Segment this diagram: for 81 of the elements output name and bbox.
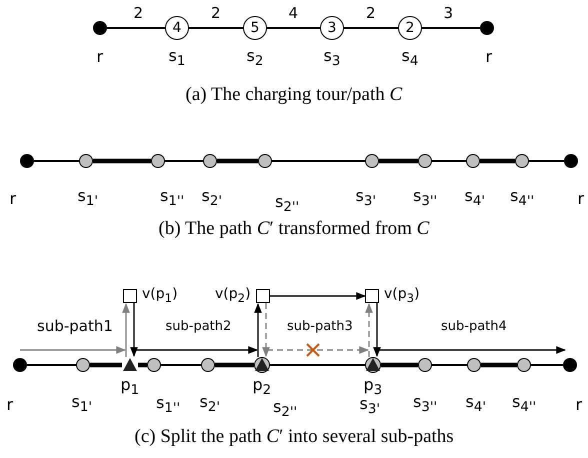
arrow (373, 303, 381, 357)
arrow (254, 303, 262, 357)
path-line (267, 27, 320, 29)
edge-label: 3 (442, 6, 454, 20)
edge-label: sub-path2 (164, 318, 232, 334)
node-label: s$_{2''}$ (273, 398, 298, 422)
double-line (481, 362, 517, 368)
path-line (272, 160, 365, 162)
charging-node-circle: 3 (320, 16, 344, 40)
caption: (c) Split the path C′ into several sub-paths (134, 426, 454, 448)
node-label: s$_{3''}$ (413, 393, 438, 418)
caption: (b) The path C′ transformed from C (158, 218, 430, 240)
node-label: s$_{4'}$ (466, 393, 486, 418)
path-line (107, 27, 165, 29)
node-label: s$_{2'}$ (200, 393, 220, 418)
node-label: s$_{4''}$ (512, 393, 536, 418)
arrow (270, 292, 366, 300)
arrow (378, 346, 566, 354)
dashed-arrow (365, 303, 373, 357)
path-line (270, 364, 365, 366)
node-label: p$_{2}$ (252, 376, 272, 400)
edge-label: 2 (210, 6, 222, 20)
charging-node-circle: 5 (243, 16, 267, 40)
path-line (161, 364, 201, 366)
path-line (34, 160, 79, 162)
path-line (432, 160, 466, 162)
caption: (a) The charging tour/path C (186, 84, 402, 106)
double-line (381, 362, 418, 368)
double-line (480, 158, 515, 164)
path-line (432, 364, 467, 366)
node-label: s$_{2}$ (246, 47, 264, 72)
arrow (130, 303, 138, 357)
node-label: r (576, 396, 582, 414)
edge-label: sub-path3 (286, 318, 354, 334)
node-label: r (578, 190, 584, 208)
node-label: r (10, 190, 16, 208)
double-line (379, 158, 418, 164)
path-line (165, 160, 203, 162)
path-line (529, 160, 564, 162)
dashed-arrow (262, 303, 270, 357)
node-label: p$_{1}$ (120, 376, 140, 400)
edge-label: sub-path1 (36, 318, 114, 334)
path-line (531, 364, 563, 366)
box-label: v(p$_{1}$) (142, 285, 178, 307)
double-line (215, 362, 254, 368)
node-label: s$_{2'}$ (202, 187, 222, 212)
node-label: s$_{3'}$ (356, 187, 376, 212)
node-label: r (486, 48, 492, 66)
node-label: r (96, 48, 104, 66)
edge-label: 4 (288, 6, 300, 20)
edge-label: 2 (365, 6, 377, 20)
edge-label: sub-path4 (440, 318, 508, 334)
node-label: s$_{4'}$ (464, 187, 485, 212)
box-label: v(p$_{3}$) (384, 285, 420, 307)
double-line (138, 362, 147, 368)
node-label: s$_{4}$ (402, 47, 418, 72)
charging-node-circle: 4 (165, 16, 189, 40)
double-line (90, 362, 122, 368)
node-label: s$_{1''}$ (160, 187, 184, 212)
node-label: s$_{1'}$ (78, 187, 98, 212)
node-label: s$_{4''}$ (510, 187, 534, 212)
node-label: s$_{3''}$ (413, 187, 438, 212)
double-line (93, 158, 151, 164)
arrow (122, 303, 130, 357)
path-line (27, 364, 76, 366)
path-line (344, 27, 398, 29)
edge-label: 2 (132, 6, 144, 20)
charging-node-circle: 2 (398, 16, 422, 40)
double-line (217, 158, 258, 164)
node-label: s$_{3}$ (324, 47, 340, 72)
node-label: r (6, 396, 14, 414)
box-label: v(p$_{2}$) (215, 285, 251, 307)
path-line (422, 27, 480, 29)
node-label: s$_{2''}$ (275, 193, 300, 218)
node-label: s$_{1''}$ (156, 394, 180, 418)
node-label: s$_{1}$ (168, 47, 186, 72)
path-line (189, 27, 243, 29)
arrow (20, 346, 126, 354)
node-label: s$_{1'}$ (72, 393, 92, 418)
arrow (135, 346, 258, 354)
dashed-arrow (267, 346, 369, 354)
